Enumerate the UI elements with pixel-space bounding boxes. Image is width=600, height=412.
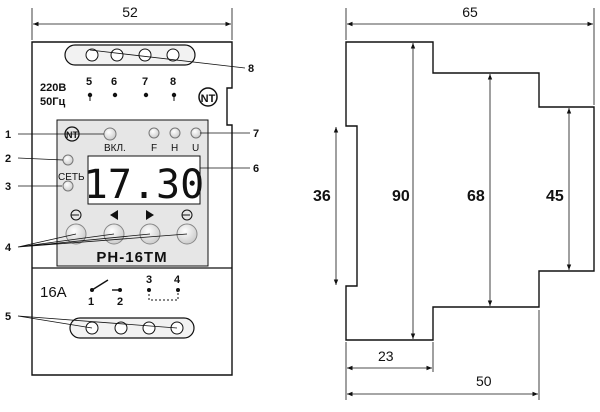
- bottom-screws: [85, 321, 184, 335]
- led-network: [62, 154, 74, 166]
- frequency-label: 50Гц: [40, 96, 65, 108]
- callout-6: 6: [253, 163, 259, 175]
- arrow-right-icon: [146, 210, 154, 220]
- callout-2: 2: [5, 153, 11, 165]
- arrow-left-icon: [110, 210, 118, 220]
- model-label: РН-16ТМ: [96, 249, 167, 266]
- current-rating: 16A: [40, 284, 67, 301]
- dim-45-label: 45: [546, 188, 564, 205]
- led-f-label: F: [151, 143, 157, 154]
- led-network-label: СЕТЬ: [58, 172, 85, 183]
- aux-contact-symbol: [147, 288, 180, 301]
- terminal-7-label: 7: [142, 76, 148, 88]
- display-value: 17.30: [84, 162, 204, 208]
- svg-text:NT: NT: [66, 130, 78, 140]
- led-f: [148, 127, 160, 139]
- led-u: [190, 127, 202, 139]
- callout-8: 8: [248, 63, 254, 75]
- contact-1-label: 1: [88, 296, 94, 308]
- enter-icon-left: [70, 209, 82, 221]
- brand-logo-icon: NT: [198, 87, 218, 107]
- terminal-8-label: 8: [170, 76, 176, 88]
- led-h: [169, 127, 181, 139]
- enter-icon-right: [181, 209, 193, 221]
- terminal-6-label: 6: [111, 76, 117, 88]
- side-view: 65 36 90 68 45 23 50: [313, 4, 595, 400]
- top-screws: [85, 48, 180, 62]
- bottom-terminal-block: [69, 317, 195, 339]
- callout-3: 3: [5, 181, 11, 193]
- callout-1: 1: [5, 129, 11, 141]
- contact-4-label: 4: [174, 274, 181, 286]
- terminal-dots: [87, 92, 177, 101]
- dim-width-label: 52: [122, 4, 138, 20]
- terminal-5-label: 5: [86, 76, 92, 88]
- dim-68-label: 68: [467, 188, 485, 205]
- led-power: [103, 127, 117, 141]
- dim-36-label: 36: [313, 188, 331, 205]
- dim-23-label: 23: [378, 348, 394, 364]
- contact-3-label: 3: [146, 274, 152, 286]
- dim-depth-label: 65: [462, 4, 478, 20]
- callout-2-line: [17, 157, 64, 161]
- side-profile-outline: [345, 41, 595, 341]
- dim-50-label: 50: [476, 373, 492, 389]
- callout-8-line: [89, 49, 246, 69]
- relay-contact-symbol: [90, 279, 122, 292]
- callout-4: 4: [5, 242, 12, 254]
- voltage-label: 220В: [40, 82, 66, 94]
- button-network[interactable]: [62, 180, 74, 192]
- callout-5: 5: [5, 311, 11, 323]
- callout-7: 7: [253, 128, 259, 140]
- callout-4-lines: [17, 233, 188, 248]
- led-power-label: ВКЛ.: [104, 143, 126, 154]
- housing-outline: [31, 41, 233, 376]
- led-h-label: H: [171, 143, 178, 154]
- dim-90-label: 90: [392, 188, 410, 205]
- led-u-label: U: [192, 143, 199, 154]
- front-view: 52 8 220В 50Гц 5 6 7 8: [5, 4, 259, 376]
- svg-text:NT: NT: [201, 93, 216, 105]
- contact-2-label: 2: [117, 296, 123, 308]
- callout-5-lines: [17, 315, 178, 329]
- seven-segment-display: [87, 155, 201, 205]
